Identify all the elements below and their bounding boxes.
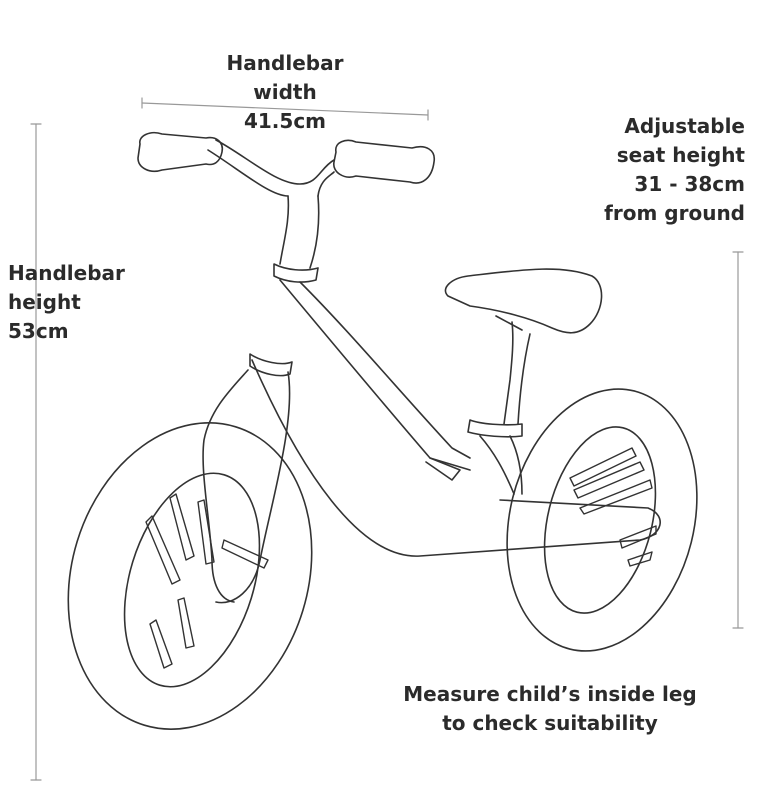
measure-note: Measure child’s inside leg to check suit… xyxy=(380,680,720,738)
measure-note-line-2: to check suitability xyxy=(442,711,658,735)
dimension-lines xyxy=(30,97,744,781)
handlebar-height-line-2: height xyxy=(8,290,81,314)
handlebar-width-line xyxy=(141,102,429,116)
handlebar-height-line-3: 53cm xyxy=(8,319,69,343)
seat-assembly xyxy=(444,268,603,495)
measure-note-line-1: Measure child’s inside leg xyxy=(403,682,697,706)
seat-height-line-1: Adjustable xyxy=(624,114,745,138)
seat-height-line-3: 31 - 38cm xyxy=(634,172,745,196)
seat-height-line-4: from ground xyxy=(604,201,745,225)
seat-height-line-2: seat height xyxy=(616,143,745,167)
handlebar-height-line-1: Handlebar xyxy=(8,261,125,285)
rear-wheel xyxy=(506,388,698,652)
frame xyxy=(137,131,661,604)
rear-wheel-spokes xyxy=(569,447,657,567)
handlebar-width-line-1: Handlebar xyxy=(226,51,344,75)
seat-height-label: Adjustable seat height 31 - 38cm from gr… xyxy=(525,112,745,228)
handlebar-width-line-2: width xyxy=(253,80,317,104)
front-wheel-spokes xyxy=(145,493,269,669)
handlebar-width-label: Handlebar width 41.5cm xyxy=(200,49,370,136)
front-wheel xyxy=(67,422,313,730)
handlebar-height-label: Handlebar height 53cm xyxy=(8,259,188,346)
handlebar-width-line-3: 41.5cm xyxy=(243,109,327,133)
